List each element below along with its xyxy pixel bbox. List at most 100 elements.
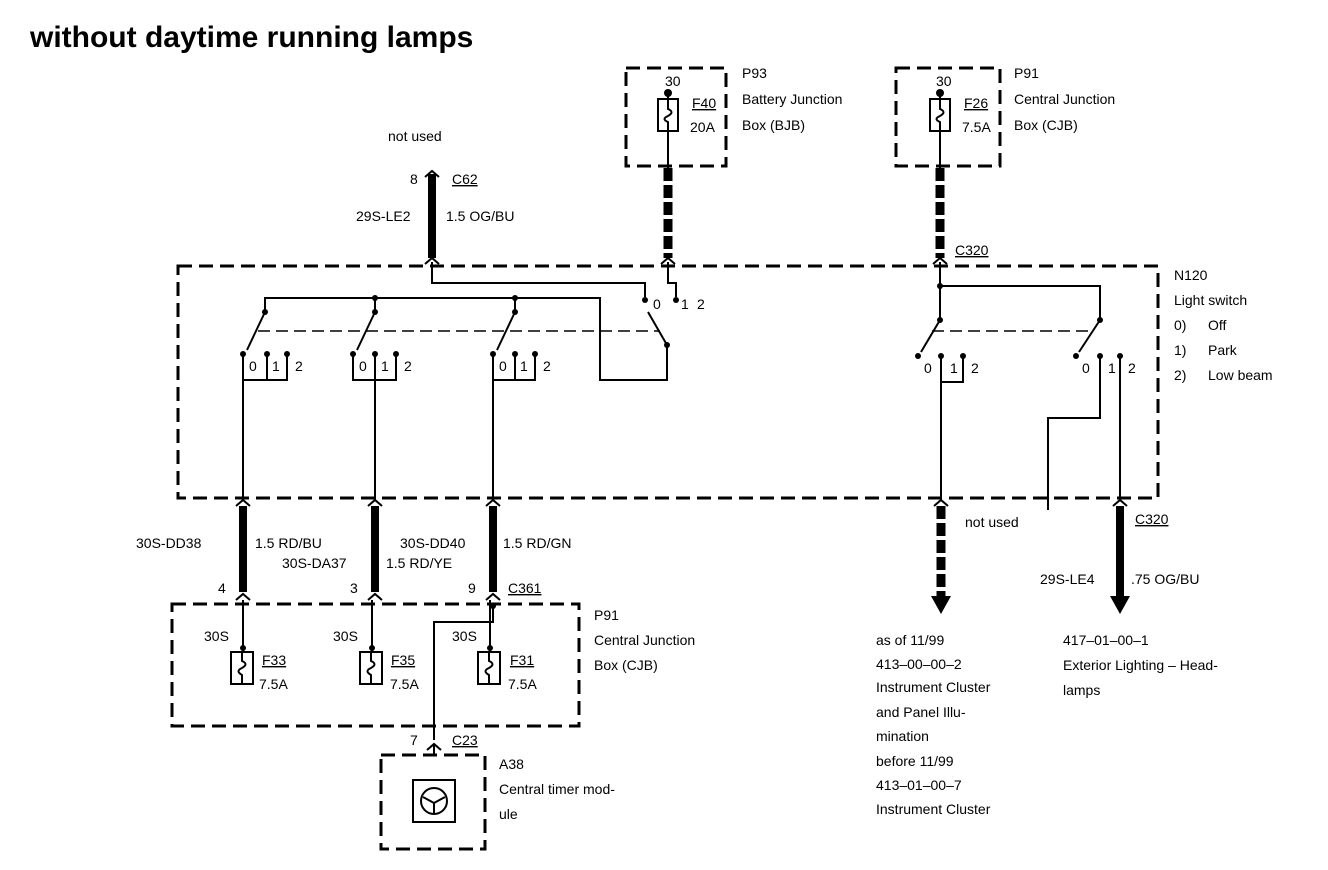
c23-connector-label: C23 xyxy=(452,732,478,748)
right-not-used-label: not used xyxy=(965,514,1019,530)
a38-name-line2: ule xyxy=(499,806,518,822)
ref-headlamps-line-2: Exterior Lighting – Head- xyxy=(1063,657,1218,673)
switch-pole-3: 0 1 2 xyxy=(490,309,551,500)
f31-rating-label: 7.5A xyxy=(508,676,537,692)
headlamp-wire-label: .75 OG/BU xyxy=(1131,571,1199,587)
ref-cluster-line-1: as of 11/99 xyxy=(876,632,944,648)
bus-junction-3 xyxy=(512,295,518,301)
c361-pin-3: 3 xyxy=(350,580,358,596)
c62-pin-label: 8 xyxy=(410,171,418,187)
p93-battery-junction-box: 30 F40 20A P93 Battery Junction Box (BJB… xyxy=(624,65,842,297)
bus-junction-2 xyxy=(372,295,378,301)
switch-3-bridge xyxy=(492,354,536,381)
switch-5-bridge xyxy=(940,356,964,383)
p91-bottom-name-line2: Box (CJB) xyxy=(594,657,658,673)
switch-6-term-0: 0 xyxy=(1082,360,1090,376)
p91-top-central-junction-box: 30 F26 7.5A P91 Central Junction Box (CJ… xyxy=(894,65,1115,265)
f33-terminal-label: 30S xyxy=(204,628,229,644)
p93-n120-connector-mark xyxy=(660,256,676,265)
f31-fuse-label: F31 xyxy=(510,652,534,668)
output-harness: 30S-DD38 1.5 RD/BU 30S-DA37 1.5 RD/YE 30… xyxy=(136,498,571,601)
c62-connector-mark xyxy=(424,169,440,178)
headlamp-circuit-label: 29S-LE4 xyxy=(1040,571,1095,587)
p91-bottom-name-line1: Central Junction xyxy=(594,632,695,648)
wire-1-circuit-label: 30S-DD38 xyxy=(136,535,202,551)
p91-top-box xyxy=(894,66,1002,168)
left-bus-wire xyxy=(264,297,668,381)
n120-output-1-connector-mark xyxy=(235,498,251,507)
p93-fuse-element xyxy=(663,99,673,131)
p93-fuse-label: F40 xyxy=(692,95,716,111)
ref-cluster-line-4: and Panel Illu- xyxy=(876,704,966,720)
f33-rating-label: 7.5A xyxy=(259,676,288,692)
switch-4-contact-0 xyxy=(642,297,648,303)
n120-id-label: N120 xyxy=(1174,267,1208,283)
switch-2-term-2: 2 xyxy=(404,358,412,374)
n120-output-2-connector-mark xyxy=(367,498,383,507)
p93-name-line1: Battery Junction xyxy=(742,91,842,107)
switch-4-blade xyxy=(647,311,668,346)
switch-1-blade xyxy=(246,311,266,351)
c361-mark-3 xyxy=(485,592,501,601)
switch-6-contact-0 xyxy=(1073,353,1079,359)
f35-terminal-dot xyxy=(369,645,375,651)
switch-6-term-2: 2 xyxy=(1128,360,1136,376)
n120-position-1-num: 1) xyxy=(1174,342,1186,358)
switch-pole-5: 0 1 2 xyxy=(915,286,979,500)
f33-fuse-label: F33 xyxy=(262,652,286,668)
switch-5-blade xyxy=(920,319,941,353)
switch-3-term-2: 2 xyxy=(543,358,551,374)
c320-bottom-connector-label: C320 xyxy=(1135,511,1169,527)
p91-top-name-line2: Box (CJB) xyxy=(1014,117,1078,133)
p91-top-terminal-label: 30 xyxy=(936,73,952,89)
c62-wire-label: 1.5 OG/BU xyxy=(446,208,514,224)
headlamp-output-arrow-icon xyxy=(1110,596,1130,614)
p93-id-label: P93 xyxy=(742,65,767,81)
ref-headlamps-line-3: lamps xyxy=(1063,682,1100,698)
a38-signal-junction xyxy=(490,603,496,609)
wire-3-circuit-label: 30S-DD40 xyxy=(400,535,466,551)
right-outputs: not used C320 29S-LE4 .75 OG/BU as of 11… xyxy=(876,498,1218,817)
c320-top-connector-label: C320 xyxy=(955,242,989,258)
f31-terminal-label: 30S xyxy=(452,628,477,644)
c62-circuit-label: 29S-LE2 xyxy=(356,208,411,224)
switch-5-term-2: 2 xyxy=(971,360,979,376)
c62-not-used-label: not used xyxy=(388,128,442,144)
p93-box xyxy=(624,66,728,168)
n120-position-1-label: Park xyxy=(1208,342,1238,358)
ref-cluster-line-5: mination xyxy=(876,728,929,744)
ref-cluster-line-3: Instrument Cluster xyxy=(876,679,991,695)
switch-3-term-0: 0 xyxy=(499,358,507,374)
cluster-output-arrow-icon xyxy=(931,596,951,614)
c23-pin-label: 7 xyxy=(410,732,418,748)
f31-element xyxy=(484,652,494,684)
c62-feed: not used 8 C62 29S-LE2 1.5 OG/BU xyxy=(356,128,646,297)
a38-box xyxy=(379,753,487,851)
switch-3-blade xyxy=(496,311,516,351)
n120-output-3-connector-mark xyxy=(485,498,501,507)
wire-2-circuit-label: 30S-DA37 xyxy=(282,555,347,571)
f35-fuse-label: F35 xyxy=(391,652,415,668)
switch-2-term-1: 1 xyxy=(381,358,389,374)
p91-top-fuse-rating: 7.5A xyxy=(962,119,991,135)
c361-pin-9: 9 xyxy=(468,580,476,596)
a38-id-label: A38 xyxy=(499,756,524,772)
switch-4-term-2: 2 xyxy=(697,296,705,312)
switch-pole-6: 0 1 2 xyxy=(1047,317,1136,510)
p91-top-fuse-element xyxy=(935,99,945,131)
switch-1-bridge xyxy=(242,354,288,381)
p91-top-fuse-label: F26 xyxy=(964,95,988,111)
right-bus-wire xyxy=(939,262,1101,318)
diagram-title: without daytime running lamps xyxy=(29,21,473,54)
c361-pin-4: 4 xyxy=(218,580,226,596)
switch-pole-1: 0 1 2 xyxy=(240,309,303,500)
c320-top-connector-mark xyxy=(932,256,948,265)
a38-steering-spokes xyxy=(422,796,446,814)
switch-4-pivot xyxy=(664,342,670,348)
switch-4-contact-1 xyxy=(673,297,679,303)
switch-6-park-output xyxy=(1047,356,1101,510)
switch-2-blade xyxy=(356,311,376,351)
a38-module-icon xyxy=(412,779,456,823)
p91-top-id-label: P91 xyxy=(1014,65,1039,81)
headlamp-output-connector-mark xyxy=(1112,498,1128,507)
